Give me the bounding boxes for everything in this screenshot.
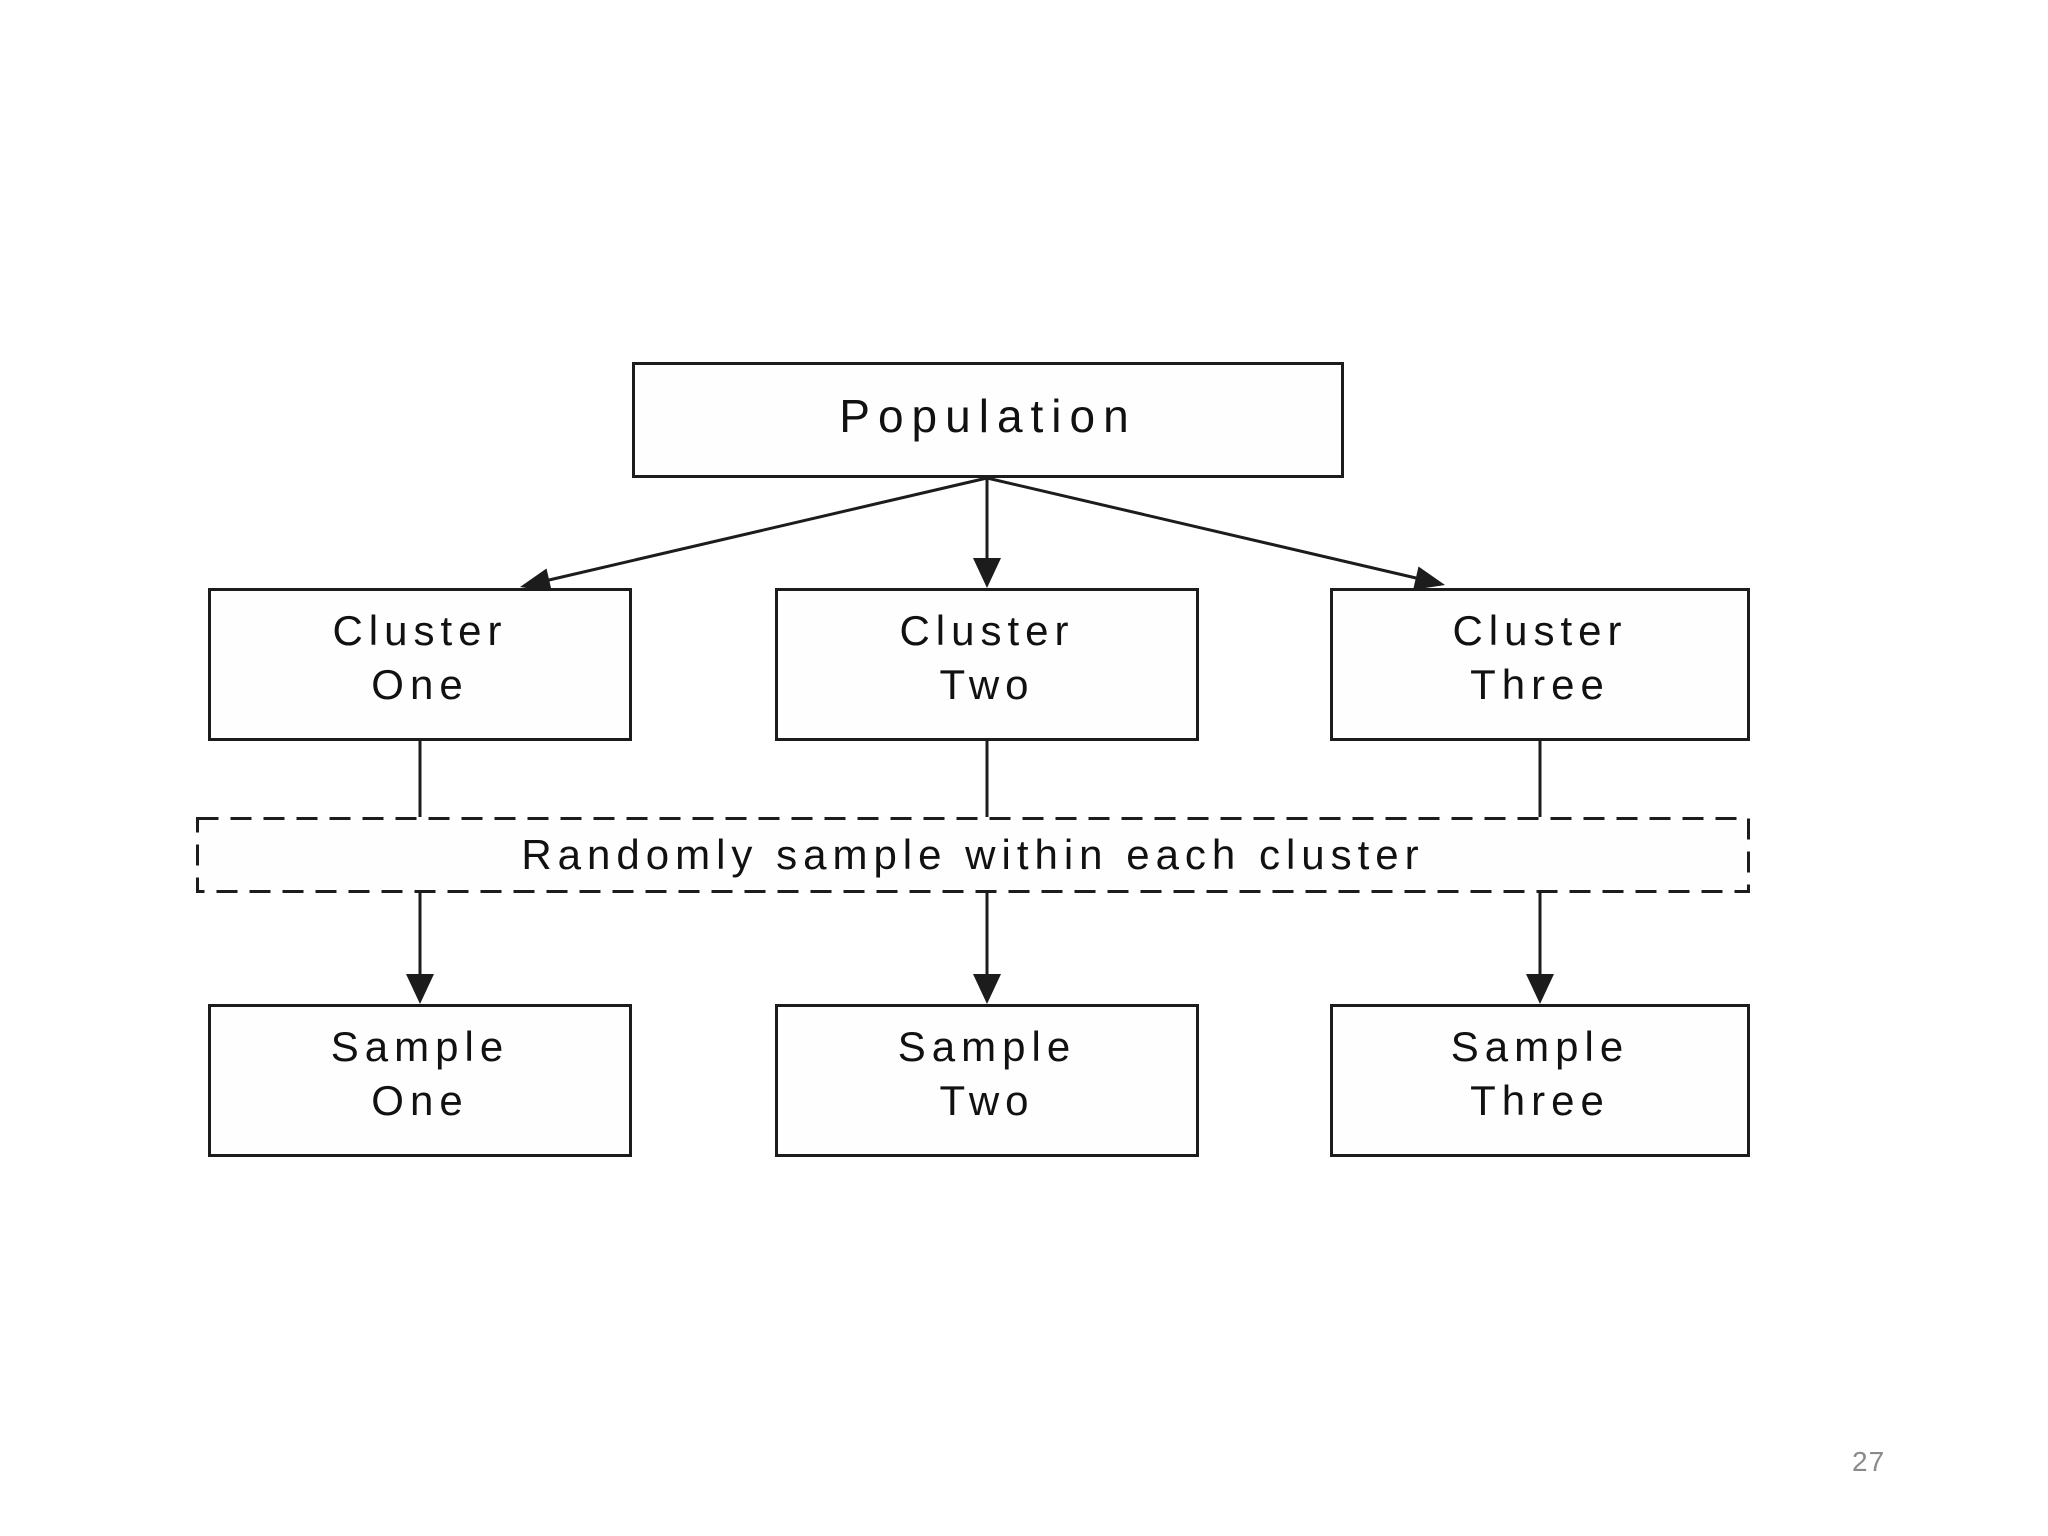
sample-two-box: Sample Two <box>775 1004 1199 1157</box>
arrow-line-population-to-cluster-one <box>548 476 988 582</box>
cluster-two-box: Cluster Two <box>775 588 1199 741</box>
cluster-two-label-line2: Two <box>939 660 1035 708</box>
sample-three-label-line2: Three <box>1470 1076 1610 1124</box>
cluster-three-label-line1: Cluster <box>1452 606 1628 654</box>
arrowhead-note-to-sample-two <box>973 974 1001 1004</box>
arrowhead-population-to-cluster-two <box>973 558 1001 588</box>
sample-two-label-line2: Two <box>939 1076 1035 1124</box>
cluster-three-box: Cluster Three <box>1330 588 1750 741</box>
page-number: 27 <box>1852 1446 1886 1477</box>
sample-three-label-line1: Sample <box>1450 1022 1630 1070</box>
population-box: Population <box>632 362 1344 478</box>
cluster-one-box: Cluster One <box>208 588 632 741</box>
arrowhead-population-to-cluster-three <box>1413 566 1445 590</box>
population-label: Population <box>839 389 1137 442</box>
arrowhead-note-to-sample-three <box>1526 974 1554 1004</box>
cluster-one-label-line2: One <box>371 660 469 708</box>
sample-one-label-line2: One <box>371 1076 469 1124</box>
note-label: Randomly sample within each cluster <box>521 831 1425 878</box>
note-box: Randomly sample within each cluster <box>196 817 1750 893</box>
arrowhead-note-to-sample-one <box>406 974 434 1004</box>
sample-three-box: Sample Three <box>1330 1004 1750 1157</box>
sample-one-box: Sample One <box>208 1004 632 1157</box>
sample-two-label-line1: Sample <box>897 1022 1077 1070</box>
arrow-line-population-to-cluster-three <box>986 476 1417 580</box>
cluster-three-label-line2: Three <box>1470 660 1610 708</box>
cluster-two-label-line1: Cluster <box>899 606 1075 654</box>
sample-one-label-line1: Sample <box>330 1022 510 1070</box>
cluster-one-label-line1: Cluster <box>332 606 508 654</box>
